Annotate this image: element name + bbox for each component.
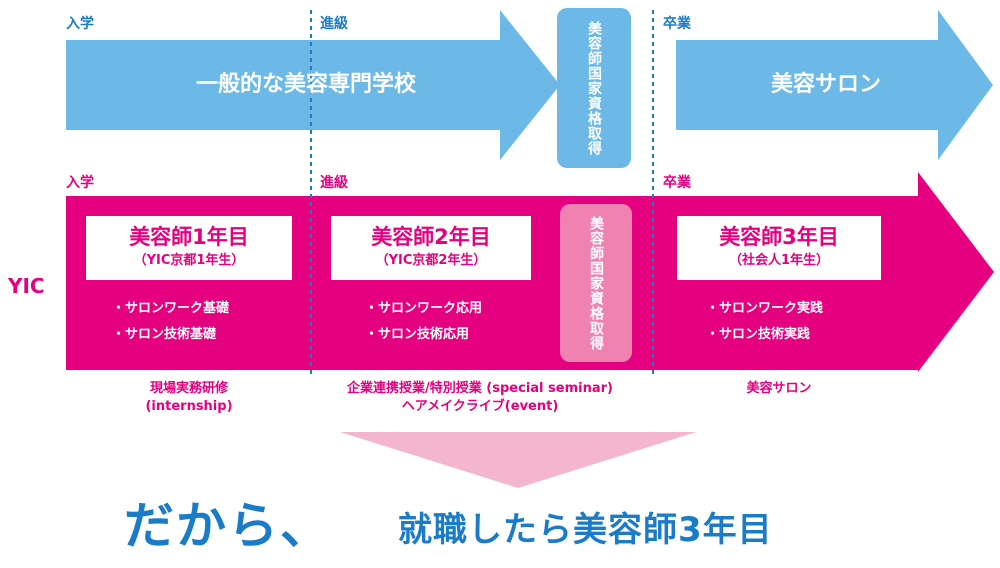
yic-license-badge: 美容師国家資格取得 xyxy=(560,204,632,362)
year2-subtitle: （YIC京都2年生） xyxy=(375,253,487,268)
year2-bullet: ・サロン技術応用 xyxy=(365,327,470,342)
year1-bullets: ・サロンワーク基礎 ・サロン技術基礎 xyxy=(112,296,229,348)
year2-bullet: ・サロンワーク応用 xyxy=(365,301,483,316)
yic-label: YIC xyxy=(8,274,45,298)
yic-stage-graduate: 卒業 xyxy=(663,175,691,191)
year2-bullets: ・サロンワーク応用 ・サロン技術応用 xyxy=(365,296,482,348)
year3-bullet: ・サロン技術実践 xyxy=(706,327,811,342)
year1-bullet: ・サロンワーク基礎 xyxy=(112,301,230,316)
bottom-headline-small: 就職したら美容師3年目 xyxy=(398,510,773,550)
year2-caption-line2: ヘアメイクライブ(event) xyxy=(401,399,559,414)
year2-title: 美容師2年目 xyxy=(371,225,491,249)
top-stage-graduate: 卒業 xyxy=(663,16,691,32)
top-license-badge-bg xyxy=(557,8,631,168)
year1-caption-line2: (internship) xyxy=(145,399,233,414)
bottom-headline-big: だから、 xyxy=(124,497,332,555)
year1-caption: 現場実務研修 (internship) xyxy=(86,380,292,416)
year3-caption-line1: 美容サロン xyxy=(746,381,812,396)
top-school-arrow xyxy=(66,10,560,160)
down-arrow xyxy=(340,432,696,488)
year3-box: 美容師3年目 （社会人1年生） xyxy=(677,216,881,280)
year1-bullet: ・サロン技術基礎 xyxy=(112,327,217,342)
top-license-badge: 美容師国家資格取得 xyxy=(586,20,602,156)
year3-title: 美容師3年目 xyxy=(719,225,839,249)
top-salon-arrow xyxy=(676,10,993,160)
year1-box: 美容師1年目 （YIC京都1年生） xyxy=(86,216,292,280)
yic-stage-promote: 進級 xyxy=(320,175,348,191)
year3-bullets: ・サロンワーク実践 ・サロン技術実践 xyxy=(706,296,823,348)
year1-title: 美容師1年目 xyxy=(129,225,249,249)
top-stage-promote: 進級 xyxy=(320,16,348,32)
year2-caption-line1: 企業連携授業/特別授業 (special seminar) xyxy=(347,381,613,396)
year1-caption-line1: 現場実務研修 xyxy=(149,381,228,396)
top-salon-label: 美容サロン xyxy=(770,72,881,97)
year3-subtitle: （社会人1年生） xyxy=(728,253,830,268)
year2-box: 美容師2年目 （YIC京都2年生） xyxy=(331,216,531,280)
year1-subtitle: （YIC京都1年生） xyxy=(133,253,245,268)
top-stage-enter: 入学 xyxy=(66,16,94,32)
top-school-label: 一般的な美容専門学校 xyxy=(195,72,416,97)
year2-caption: 企業連携授業/特別授業 (special seminar) ヘアメイクライブ(e… xyxy=(300,380,660,416)
year3-bullet: ・サロンワーク実践 xyxy=(706,301,824,316)
year3-caption: 美容サロン xyxy=(677,380,881,398)
yic-stage-enter: 入学 xyxy=(66,175,94,191)
